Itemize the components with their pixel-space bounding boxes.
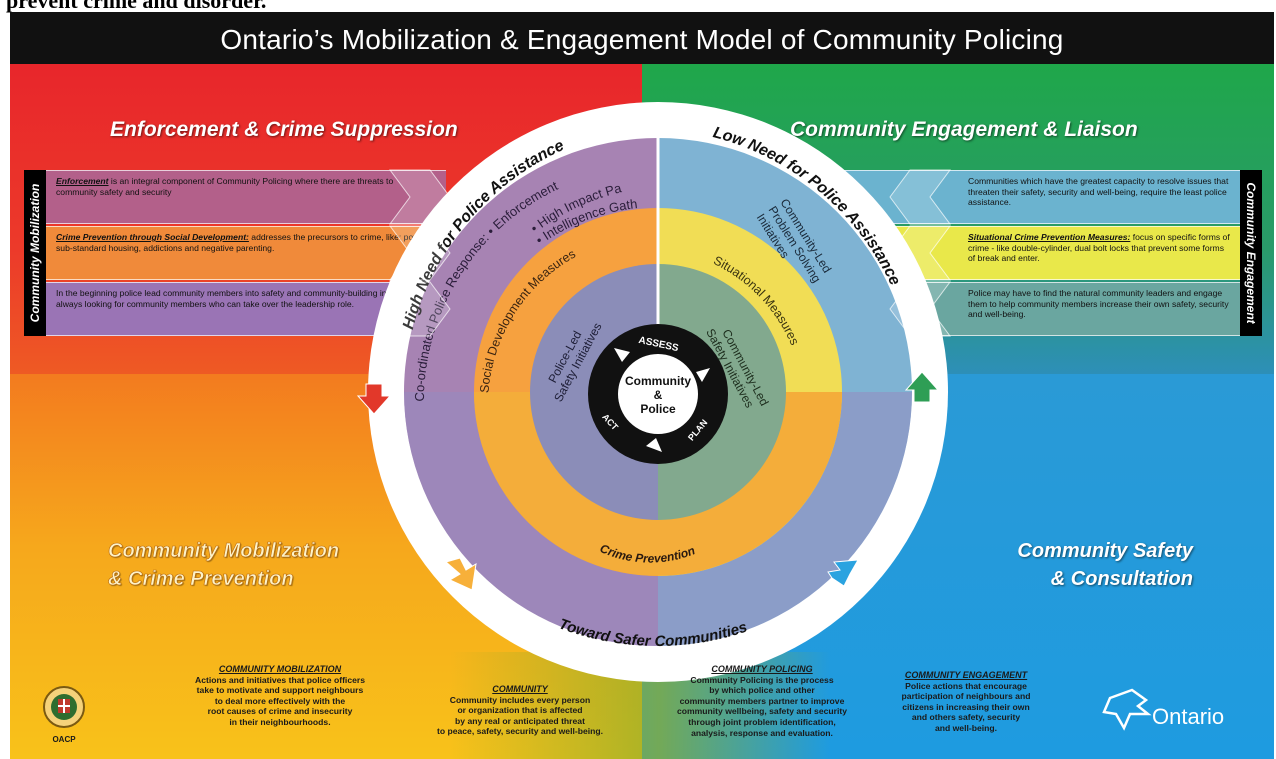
quadrant-title-safety-line1: Community Safety [1017,540,1193,562]
quadrant-title-enforcement: Enforcement & Crime Suppression [110,118,458,141]
chevron-icon [889,225,951,281]
chevron-icon [889,169,951,225]
definition-line: Community includes every person [449,694,591,705]
left-info-row-social-development: Crime Prevention through Social Developm… [46,226,446,280]
page-top-text: prevent crime and disorder. [6,0,267,13]
left-info-row-enforcement: Enforcement is an integral component of … [46,170,446,224]
definition-title: COMMUNITY [492,684,548,694]
up-arrow-icon [904,371,940,403]
definition-community-engagement: COMMUNITY ENGAGEMENT Police actions that… [878,670,1054,734]
quadrant-title-mobilization-line2: & Crime Prevention [108,568,294,591]
quadrant-title-safety-line2: & Consultation [1050,568,1193,590]
definition-community-policing: COMMUNITY POLICING Community Policing is… [642,664,882,738]
chevron-icon [889,281,951,337]
down-arrow-icon [356,383,392,415]
definition-line: by which police and other [709,685,815,696]
definition-line: community members partner to improve [679,695,845,706]
right-row-text: Communities which have the greatest capa… [968,176,1229,208]
diagonal-arrow-icon [444,557,477,591]
definition-line: Community Policing is the process [690,674,834,685]
definition-line: Actions and initiatives that police offi… [195,674,365,685]
policing-model-diagram: High Need for Police Assistance Low Need… [10,12,951,682]
definition-line: participation of neighbours and [901,691,1031,702]
definition-title: COMMUNITY ENGAGEMENT [904,670,1028,680]
definition-line: citizens in increasing their own [902,701,1030,712]
left-row-text: is an integral component of Community Po… [56,176,394,197]
side-label-left: Community Mobilization [24,170,46,336]
chevron-icon [389,169,451,225]
definition-title: COMMUNITY POLICING [711,664,813,674]
definition-line: in their neighbourhoods. [229,716,331,727]
definition-line: to deal more effectively with the [214,695,346,706]
quadrant-title-mobilization-line1: Community Mobilization [108,540,340,563]
poster: Ontario’s Mobilization & Engagement Mode… [10,12,1274,759]
definition-line: and well-being. [934,722,998,733]
definition-line: to peace, safety, security and well-bein… [436,726,604,737]
chevron-icon [389,281,451,337]
side-label-right: Community Engagement [1240,170,1262,336]
hub-label-community: Community [625,374,691,388]
diagonal-arrow-icon [827,559,859,587]
ontario-logo: Ontario [1102,688,1224,731]
hub-label-and: & [654,388,663,402]
left-row-lead: Crime Prevention through Social Developm… [56,232,249,242]
oacp-logo: OACP [43,686,85,744]
right-info-row-capacity: Communities which have the greatest capa… [838,170,1240,224]
definition-line: or organization that is affected [457,705,583,716]
definition-line: by any real or anticipated threat [455,715,585,726]
cycle-arrow-icon [646,438,662,452]
quadrant-title-mobilization: Community Mobilization & Crime Preventio… [108,537,340,593]
quadrant-title-safety: Community Safety & Consultation [978,537,1193,593]
definition-title: COMMUNITY MOBILIZATION [218,664,342,674]
definition-line: take to motivate and support neighbours [196,685,364,696]
right-row-lead: Situational Crime Prevention Measures: [968,232,1131,242]
definition-line: through joint problem identification, [688,716,836,727]
quadrant-title-engagement: Community Engagement & Liaison [790,118,1138,141]
oacp-logo-text: OACP [52,735,76,744]
definition-community: COMMUNITY Community includes every perso… [402,684,638,737]
definition-line: Police actions that encourage [905,680,1027,691]
chevron-icon [389,225,451,281]
hub-center [618,354,698,434]
cycle-arrow-icon [614,348,630,362]
ontario-logo-text: Ontario [1152,704,1224,729]
poster-title: Ontario’s Mobilization & Engagement Mode… [10,12,1274,64]
hub-label-police: Police [640,402,676,416]
trillium-icon [1102,688,1152,731]
right-row-text: focus on specific forms of crime - like … [968,232,1230,264]
cycle-arrow-icon [696,368,710,382]
definition-line: analysis, response and evaluation. [691,727,833,738]
definition-line: and others safety, security [911,712,1021,723]
left-row-text: addresses the precursors to crime, like:… [56,232,434,253]
left-row-lead: Enforcement [56,176,109,186]
definition-line: root causes of crime and insecurity [207,706,353,717]
right-row-text: Police may have to find the natural comm… [968,288,1229,320]
left-row-text: In the beginning police lead community m… [56,288,421,309]
definition-community-mobilization: COMMUNITY MOBILIZATION Actions and initi… [170,664,390,728]
definition-line: community wellbeing, safety and security [676,706,847,717]
